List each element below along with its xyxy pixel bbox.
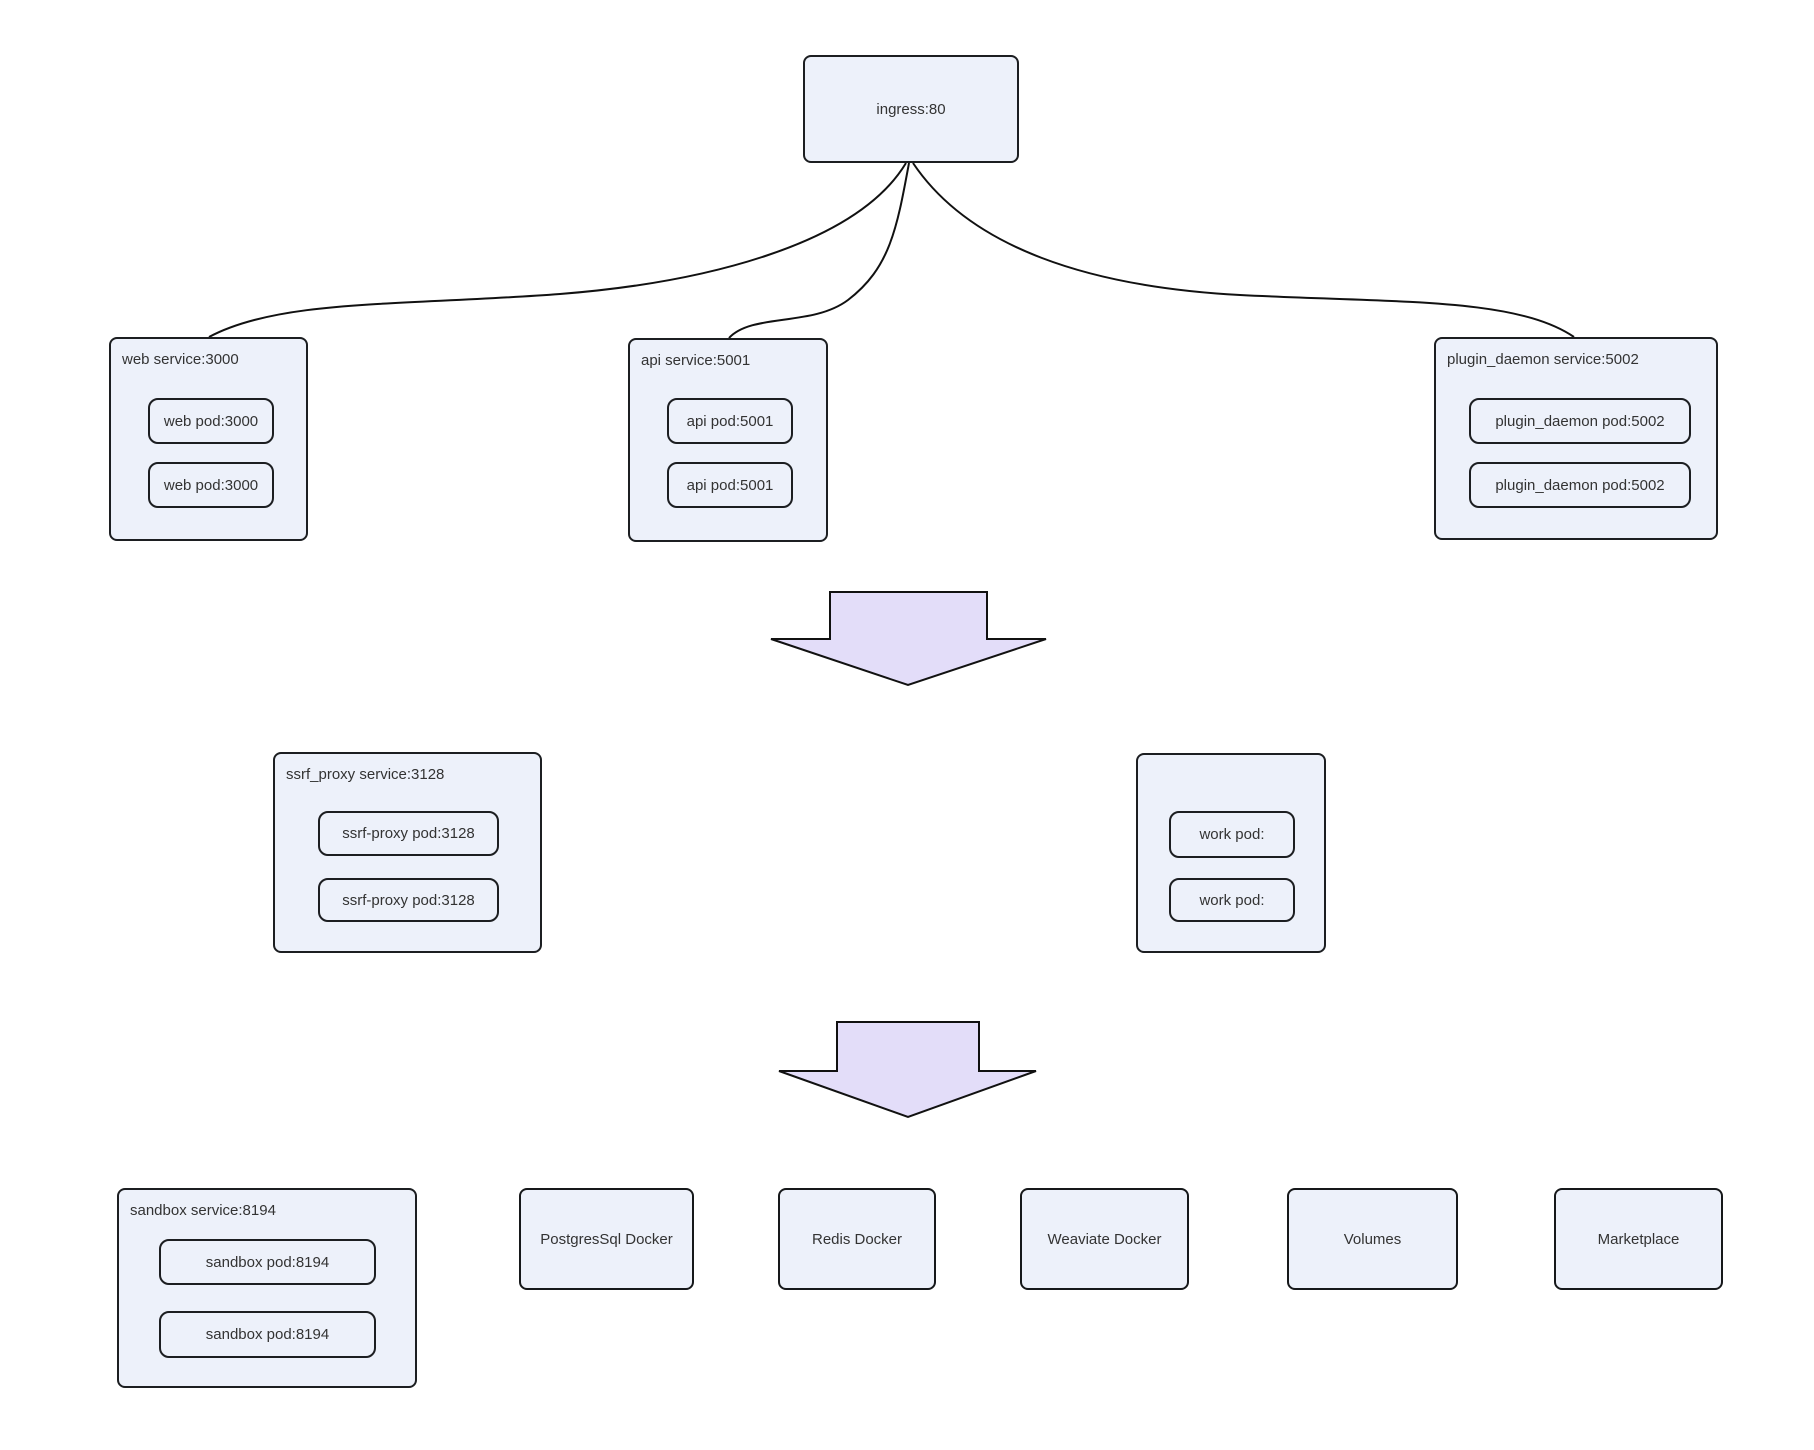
pod-api-2: api pod:5001 (667, 462, 793, 508)
pod-plugin-daemon-1: plugin_daemon pod:5002 (1469, 398, 1691, 444)
edge-ingress-to-web (208, 162, 907, 338)
node-volumes: Volumes (1287, 1188, 1458, 1290)
pod-api-1: api pod:5001 (667, 398, 793, 444)
ingress-label: ingress:80 (876, 100, 946, 118)
node-ssrf-proxy-service: ssrf_proxy service:3128 ssrf-proxy pod:3… (273, 752, 542, 953)
plugin-daemon-service-label: plugin_daemon service:5002 (1447, 351, 1639, 368)
pod-sandbox-2: sandbox pod:8194 (159, 1311, 376, 1358)
node-ingress: ingress:80 (803, 55, 1019, 163)
ssrf-proxy-service-label: ssrf_proxy service:3128 (286, 766, 445, 783)
node-plugin-daemon-service: plugin_daemon service:5002 plugin_daemon… (1434, 337, 1718, 540)
pod-work-2: work pod: (1169, 878, 1295, 922)
api-service-label: api service:5001 (641, 352, 751, 369)
node-sandbox-service: sandbox service:8194 sandbox pod:8194 sa… (117, 1188, 417, 1388)
node-web-service: web service:3000 web pod:3000 web pod:30… (109, 337, 308, 541)
pod-web-1: web pod:3000 (148, 398, 274, 444)
node-weaviate-docker: Weaviate Docker (1020, 1188, 1189, 1290)
pod-ssrf-proxy-2: ssrf-proxy pod:3128 (318, 878, 499, 922)
node-postgressql-docker: PostgresSql Docker (519, 1188, 694, 1290)
edge-ingress-to-api (728, 162, 910, 339)
node-api-service: api service:5001 api pod:5001 api pod:50… (628, 338, 828, 542)
edge-ingress-to-plugin-daemon (912, 162, 1575, 338)
node-marketplace: Marketplace (1554, 1188, 1723, 1290)
flow-arrow-down-1 (770, 591, 1047, 687)
pod-plugin-daemon-2: plugin_daemon pod:5002 (1469, 462, 1691, 508)
pod-ssrf-proxy-1: ssrf-proxy pod:3128 (318, 811, 499, 856)
pod-work-1: work pod: (1169, 811, 1295, 858)
sandbox-service-label: sandbox service:8194 (130, 1202, 276, 1219)
node-redis-docker: Redis Docker (778, 1188, 936, 1290)
flow-arrow-down-2 (778, 1021, 1037, 1119)
pod-web-2: web pod:3000 (148, 462, 274, 508)
pod-sandbox-1: sandbox pod:8194 (159, 1239, 376, 1285)
web-service-label: web service:3000 (122, 351, 239, 368)
node-work-group: work pod: work pod: (1136, 753, 1326, 953)
